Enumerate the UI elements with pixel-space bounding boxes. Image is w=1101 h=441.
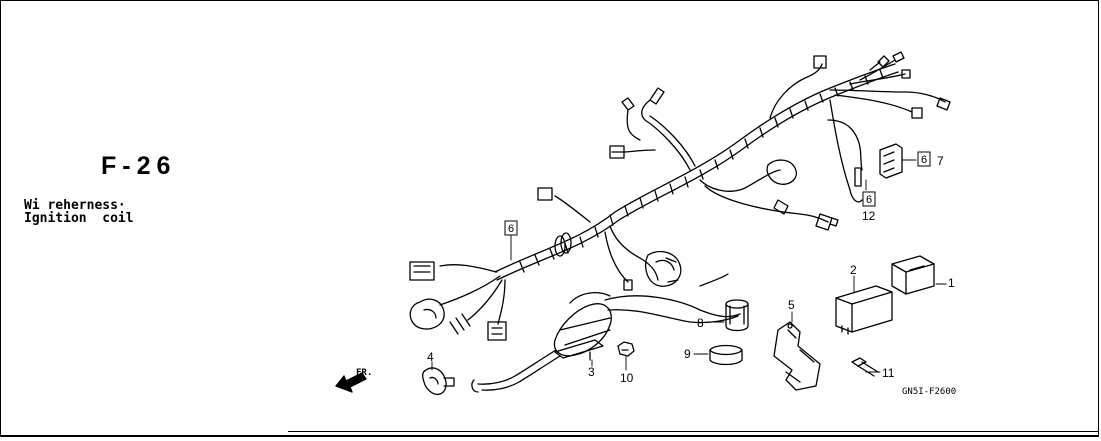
rubber-cap (725, 299, 749, 332)
front-indicator-label: FR. (356, 368, 372, 378)
callout-1: 1 (948, 276, 955, 290)
section-code: F-26 (101, 152, 177, 180)
callout-6b: 6 (921, 154, 927, 166)
bracket-cover (773, 321, 821, 391)
rubber-band (709, 344, 743, 366)
bottom-rule (288, 431, 1099, 432)
mid-harness-branches (537, 159, 839, 291)
wire-harness-trunk (494, 63, 899, 281)
callout-6a: 6 (508, 223, 514, 235)
subtitle: Wi reherness· Ignition coil (24, 199, 134, 225)
spark-plug-cap (422, 367, 455, 396)
callout-7: 7 (937, 154, 944, 168)
callout-labels: 6 6 6 7 12 2 1 5 8 9 3 10 4 11 FR. GN5I-… (356, 151, 956, 397)
callout-10: 10 (620, 371, 634, 385)
ignition-coil (471, 273, 741, 393)
callout-box-6a (504, 220, 518, 236)
callout-5: 5 (788, 298, 795, 312)
left-harness-connectors (409, 261, 507, 341)
callout-6c: 6 (866, 194, 872, 206)
callout-4: 4 (427, 350, 434, 364)
callout-box-6b (917, 151, 931, 167)
leader-lines (431, 159, 947, 373)
callout-12: 12 (862, 209, 876, 223)
callout-3: 3 (588, 365, 595, 379)
cdi-unit (835, 285, 893, 335)
callout-9: 9 (684, 347, 691, 361)
front-direction-arrow (335, 372, 367, 393)
callout-2: 2 (850, 263, 857, 277)
callout-11: 11 (882, 366, 895, 380)
callout-box-6c (862, 191, 876, 207)
upper-harness-branches (609, 51, 951, 203)
bolt (851, 357, 879, 377)
subtitle-line-1: Wi reherness· (24, 198, 126, 213)
drawing-code: GN5I-F2600 (902, 387, 956, 397)
callout-8: 8 (697, 316, 704, 330)
subtitle-line-2: Ignition coil (24, 211, 134, 226)
connector-holder (879, 143, 903, 179)
nut (617, 341, 635, 357)
rubber-mount (891, 255, 935, 295)
